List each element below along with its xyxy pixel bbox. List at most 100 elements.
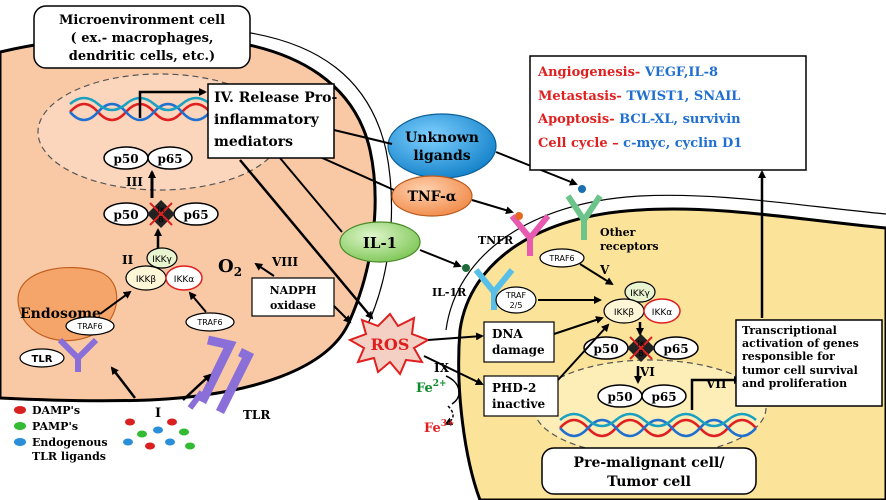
outcome-cell-cycle-title: Cell cycle – [538,135,619,151]
tumor-nfkb-nuclear: p50 p65 [597,384,687,408]
line-release-to-il1 [279,157,343,233]
micro-p50-nuclear-label: p50 [113,152,138,166]
arrow-ligand-to-endosomal-tlr [110,366,136,399]
outcome-apoptosis: Apoptosis- BCL-XL, survivin [538,112,802,128]
arrow-il1-to-il1r [419,249,462,268]
o2-label: O2 [218,256,242,279]
outcome-metastasis-title: Metastasis- [538,88,622,104]
il1r-receptor-icon [473,268,515,310]
arrow-traf6-to-tumor-ikk [579,263,614,286]
gene-outcomes-list: Angiogenesis- VEGF,IL-8 Metastasis- TWIS… [538,62,802,159]
unknown-bound-dot [578,185,586,193]
outcome-cell-cycle: Cell cycle – c-myc, cyclin D1 [538,136,802,152]
tumor-p65-nuclear-label: p65 [651,390,676,404]
fe-conversion-arrow [444,405,454,425]
arrow-tnf-to-tnfr [471,199,514,215]
dna-damage-line1: DNA [492,327,523,341]
micro-ikb-top: Iκ [157,205,164,214]
tumor-p50-nuclear-label: p50 [607,390,632,404]
arrow-traf6-left-to-ikk [99,290,132,315]
tumor-cell-line2: Tumor cell [607,474,691,490]
ros-burst [347,312,431,376]
tumor-traf25 [495,286,537,314]
micro-cell-line1: Microenvironment cell [59,13,225,28]
tlr-surface-label: TLR [243,408,271,422]
outcome-apoptosis-genes: BCL-XL, survivin [619,112,741,128]
step-ix-label: IX [434,361,450,375]
outcome-cell-cycle-genes: c-myc, cyclin D1 [623,135,743,151]
step-ii-label: II [122,253,134,267]
line-release-to-unknown [333,129,393,145]
ligand-dots [123,418,195,450]
step-i-label: I [155,406,161,421]
transcription-line5: and proliferation [742,376,848,390]
micro-cell-line3: dendritic cells, etc.) [69,49,215,64]
step-iii-label: III [126,175,143,189]
arrow-dna-damage-to-ikk [553,316,604,335]
tumor-ikb-top: Iκ [637,339,644,348]
il1-bubble [339,221,421,263]
il1-label: IL-1 [363,234,397,252]
tnf-bound-dot [515,212,523,220]
other-receptors-line2: receptors [600,240,659,253]
arrow-ros-to-dna-damage [427,332,484,341]
surface-tlr-icon [187,335,255,415]
micro-ikk-complex: IKKγ IKKβ IKKα [125,247,203,291]
tumor-ikk-complex: IKKγ IKKβ IKKα [603,281,681,324]
tumor-transcription-arrow [690,376,742,410]
micro-transcription-arrow [138,88,207,118]
phd2-line2: inactive [492,397,545,411]
fe3-label: Fe3+ [424,419,455,436]
tumor-nfkb-ikb-complex: p50 p65 Iκ B [583,334,699,362]
fe-curve [445,375,460,405]
tumor-ikb-bottom: B [638,349,644,358]
tnfr-label: TNFR [478,234,514,247]
step-viii-label: VIII [271,255,299,269]
tumor-dna-helix-icon [559,412,757,438]
legend-pamp-label: PAMP's [32,420,78,433]
legend-endogenous-swatch [14,438,26,446]
legend-damp-swatch [14,406,26,414]
micro-nfkb-ikb-complex: p50 p65 Iκ B [103,200,219,228]
nadph-line1: NADPH [270,284,317,297]
transcription-line3: responsible for [742,350,835,364]
micro-traf6-left-label: TRAF6 [76,322,102,331]
endosomal-tlr-icon [57,337,99,372]
phd2-line1: PHD-2 [492,381,536,395]
tumor-traf6 [539,248,585,268]
release-line3: mediators [214,134,293,150]
fe2-label: Fe2+ [416,379,447,396]
release-mediators-box [207,83,335,159]
transcription-line4: tumor cell survival [742,363,858,377]
tumor-ikk-alpha: IKKα [652,308,672,318]
tumor-p65-label: p65 [663,342,688,356]
unknown-ligands-line2: ligands [413,148,470,164]
step-vii-label: VII [705,377,727,391]
micro-cell-line2: ( ex.- macrophages, [71,31,214,46]
tlr-endosome-label: TLR [32,354,53,365]
outcome-angiogenesis: Angiogenesis- VEGF,IL-8 [538,65,802,81]
transcription-line2: activation of genes [742,337,859,351]
outcome-metastasis-genes: TWIST1, SNAIL [626,88,741,104]
arrow-ligand-to-surface-tlr [182,373,212,401]
micro-ikk-beta: IKKβ [136,275,156,285]
dna-damage-line2: damage [492,343,545,357]
dna-damage-box [483,321,555,363]
tumor-cell-outer-line [445,194,886,331]
arrow-traf6-right-to-ikk [188,291,207,313]
micro-nfkb-nuclear: p50 p65 [103,146,193,170]
arrow-ros-to-phd2 [423,355,484,385]
transcription-line1: Transcriptional [742,324,837,337]
micro-ikb-bottom: B [158,215,164,224]
tnfr-receptor-icon [509,214,551,256]
tumor-cell-line1: Pre-malignant cell/ [574,455,726,471]
microenvironment-cell-outer-line [229,29,393,331]
il1r-label: IL-1R [432,286,467,299]
tnf-alpha-label: TNF-α [407,189,456,205]
nadph-line2: oxidase [270,299,316,312]
legend-pamp-swatch [14,422,26,430]
tumor-cell-title-box [541,447,757,495]
arrow-release-to-ros [239,159,374,320]
tumor-p50-label: p50 [593,342,618,356]
